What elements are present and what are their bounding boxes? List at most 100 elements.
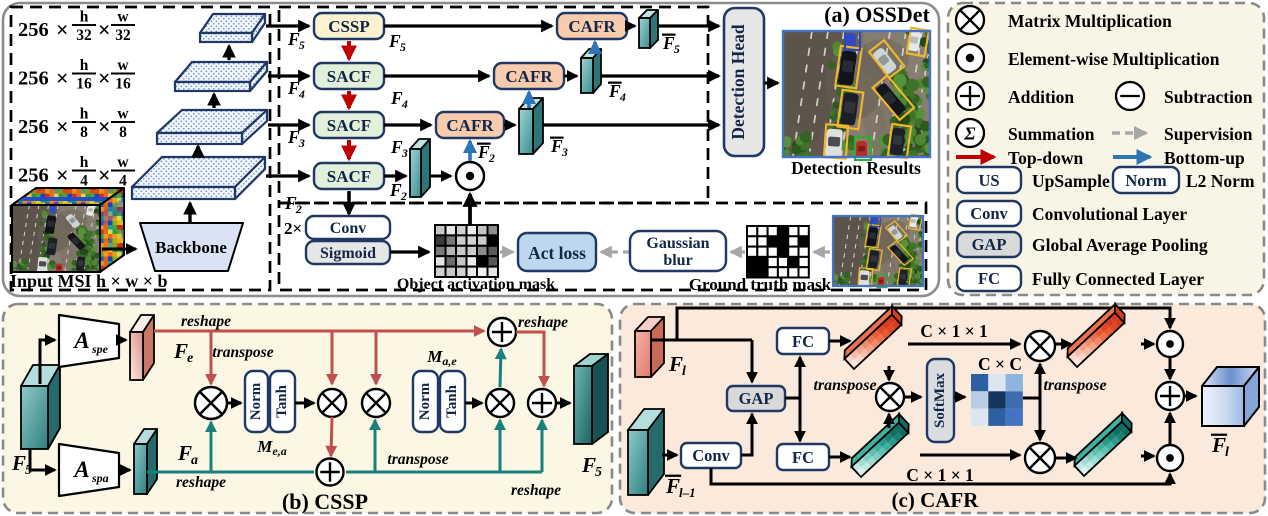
svg-text:Matrix Multiplication: Matrix Multiplication	[1008, 11, 1172, 31]
svg-text:F: F	[388, 31, 401, 51]
svg-text:Fully Connected Layer: Fully Connected Layer	[1032, 269, 1204, 289]
svg-text:Supervision: Supervision	[1164, 124, 1253, 144]
svg-text:Backbone: Backbone	[155, 238, 227, 257]
svg-text:FC: FC	[792, 448, 814, 467]
svg-text:Σ: Σ	[963, 123, 975, 143]
svg-text:F: F	[581, 453, 596, 477]
svg-text:F: F	[1211, 433, 1226, 457]
svg-text:C × 1 × 1: C × 1 × 1	[906, 465, 974, 485]
svg-text:256: 256	[18, 165, 49, 187]
svg-text:8: 8	[119, 124, 127, 141]
svg-text:4: 4	[119, 173, 127, 190]
svg-text:transpose: transpose	[387, 451, 448, 468]
svg-text:A: A	[72, 457, 89, 482]
svg-text:Act loss: Act loss	[528, 243, 586, 263]
svg-text:CSSP: CSSP	[328, 17, 370, 36]
svg-text:Ground truth mask: Ground truth mask	[689, 275, 832, 294]
svg-text:5: 5	[595, 465, 602, 480]
svg-text:×: ×	[98, 66, 111, 91]
svg-text:Conv: Conv	[970, 204, 1008, 223]
svg-text:Bottom-up: Bottom-up	[1164, 148, 1245, 168]
svg-text:16: 16	[76, 76, 92, 93]
svg-text:Tanh: Tanh	[274, 384, 290, 417]
svg-text:FC: FC	[792, 332, 814, 351]
svg-text:CAFR: CAFR	[568, 17, 616, 36]
svg-text:3: 3	[401, 146, 408, 160]
svg-text:A: A	[72, 328, 89, 353]
svg-text:F: F	[287, 78, 300, 98]
svg-text:Element-wise Multiplication: Element-wise Multiplication	[1008, 49, 1220, 69]
svg-text:F: F	[287, 127, 300, 147]
svg-text:Conv: Conv	[330, 220, 366, 237]
svg-text:F: F	[665, 474, 680, 498]
svg-text:(a) OSSDet: (a) OSSDet	[824, 2, 930, 27]
svg-text:L2 Norm: L2 Norm	[1186, 171, 1255, 191]
svg-text:5: 5	[674, 42, 680, 56]
svg-text:F: F	[390, 137, 403, 157]
svg-text:reshape: reshape	[511, 482, 561, 499]
svg-text:F: F	[477, 142, 490, 162]
svg-text:GAP: GAP	[972, 235, 1007, 254]
svg-text:256: 256	[18, 68, 49, 90]
svg-text:×: ×	[98, 163, 111, 188]
svg-text:Input MSI h × w × b: Input MSI h × w × b	[10, 271, 168, 291]
svg-text:3: 3	[298, 136, 305, 150]
svg-text:Detection Results: Detection Results	[791, 158, 921, 178]
svg-text:reshape: reshape	[181, 313, 231, 330]
svg-text:4: 4	[80, 173, 88, 190]
svg-text:Sigmoid: Sigmoid	[320, 245, 376, 262]
svg-text:(c) CAFR: (c) CAFR	[892, 488, 980, 512]
svg-text:2: 2	[295, 202, 302, 216]
svg-text:Convolutional Layer: Convolutional Layer	[1032, 204, 1187, 224]
svg-text:SACF: SACF	[327, 167, 371, 186]
svg-text:spa: spa	[91, 471, 109, 485]
svg-text:F: F	[284, 193, 297, 213]
svg-text:w: w	[117, 57, 129, 74]
svg-text:Gaussian: Gaussian	[646, 235, 709, 252]
svg-text:(b) CSSP: (b) CSSP	[282, 489, 368, 514]
svg-text:256: 256	[18, 19, 49, 41]
svg-text:F: F	[390, 88, 403, 108]
svg-text:l–1: l–1	[679, 485, 696, 500]
svg-text:h: h	[80, 9, 89, 26]
svg-text:F: F	[11, 451, 26, 475]
svg-text:5: 5	[400, 40, 406, 54]
svg-text:e: e	[187, 351, 193, 366]
svg-text:4: 4	[619, 90, 626, 104]
svg-text:CAFR: CAFR	[446, 116, 494, 135]
svg-text:w: w	[117, 9, 129, 26]
svg-text:SACF: SACF	[327, 67, 371, 86]
svg-text:GAP: GAP	[739, 389, 774, 408]
svg-text:Conv: Conv	[692, 446, 730, 465]
svg-text:×: ×	[98, 17, 111, 42]
svg-text:4: 4	[298, 87, 305, 101]
svg-text:×: ×	[56, 114, 69, 139]
svg-text:w: w	[117, 106, 129, 123]
svg-text:C × C: C × C	[978, 354, 1022, 374]
svg-text:w: w	[117, 154, 129, 171]
svg-text:256: 256	[18, 116, 49, 138]
svg-text:F: F	[389, 180, 402, 200]
svg-text:US: US	[978, 171, 999, 190]
svg-text:h: h	[80, 57, 89, 74]
svg-text:blur: blur	[663, 252, 692, 269]
svg-text:Summation: Summation	[1008, 124, 1095, 144]
svg-text:SACF: SACF	[327, 116, 371, 135]
svg-text:F: F	[287, 29, 300, 49]
svg-text:UpSample: UpSample	[1032, 171, 1110, 191]
svg-text:F: F	[668, 352, 683, 376]
svg-text:F: F	[550, 136, 563, 156]
svg-text:F: F	[177, 441, 192, 465]
svg-text:Detection Head: Detection Head	[728, 24, 748, 139]
svg-text:h: h	[80, 154, 89, 171]
svg-text:2: 2	[400, 189, 407, 203]
svg-text:8: 8	[80, 124, 88, 141]
svg-text:×: ×	[56, 17, 69, 42]
svg-text:a: a	[191, 453, 198, 468]
svg-text:transpose: transpose	[1043, 377, 1106, 394]
svg-text:2×: 2×	[284, 219, 302, 238]
svg-text:16: 16	[115, 76, 131, 93]
svg-text:F: F	[662, 33, 675, 53]
svg-text:F: F	[608, 81, 621, 101]
svg-text:Tanh: Tanh	[444, 384, 460, 417]
